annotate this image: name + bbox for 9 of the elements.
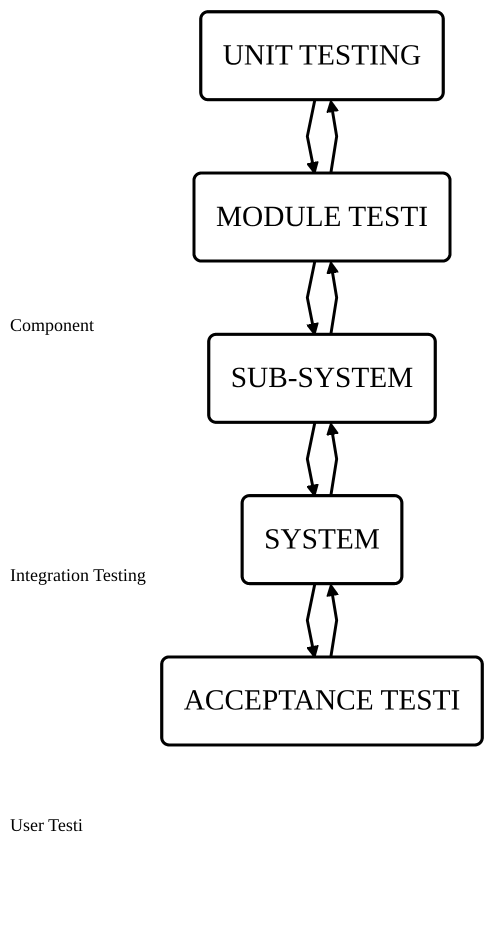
arrow xyxy=(326,584,340,658)
arrow xyxy=(306,100,319,174)
side-label: Integration Testing xyxy=(10,564,147,586)
side-label: Component xyxy=(10,314,95,336)
arrow xyxy=(326,261,340,336)
side-label: User Testi xyxy=(10,814,84,836)
arrow xyxy=(306,422,319,497)
arrow xyxy=(326,100,340,174)
arrow xyxy=(326,422,340,497)
